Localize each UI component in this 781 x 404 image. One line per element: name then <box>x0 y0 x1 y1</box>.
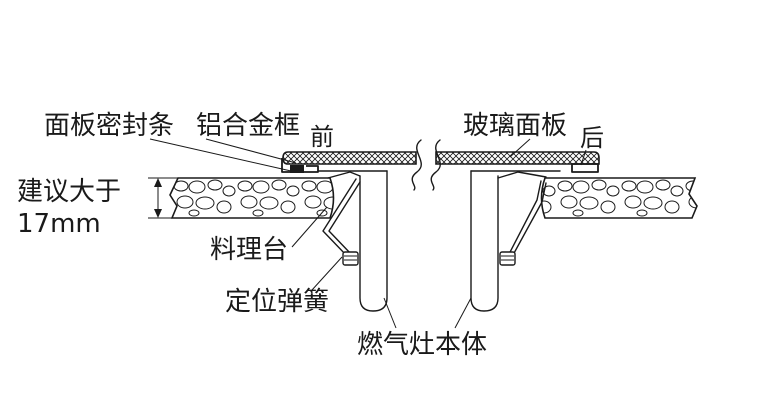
label-thickness: 17mm <box>17 209 101 239</box>
leader-back-frame <box>580 149 587 166</box>
leader-spring <box>311 256 343 291</box>
stove-body-left <box>359 170 388 312</box>
label-aluminum-frame: 铝合金框 <box>196 111 300 141</box>
stove-body-right <box>470 170 499 312</box>
break-line-right <box>430 139 441 191</box>
aluminum-frame-back <box>571 163 599 173</box>
leader-stove-body-right <box>454 297 472 329</box>
label-spring: 定位弹簧 <box>225 287 329 317</box>
label-countertop: 料理台 <box>210 235 288 265</box>
countertop-left <box>169 177 335 219</box>
spring-screw-right <box>499 251 516 266</box>
label-panel-seal: 面板密封条 <box>44 111 174 141</box>
leader-panel-seal <box>149 138 292 172</box>
break-line-left <box>411 139 422 191</box>
spring-clip-left <box>327 171 361 179</box>
spring-screw-left <box>342 251 359 266</box>
aluminum-frame-front <box>281 158 319 173</box>
label-glass-panel: 玻璃面板 <box>463 111 567 141</box>
label-stove-body: 燃气灶本体 <box>357 330 487 360</box>
spring-left-inner <box>328 181 361 255</box>
label-back: 后 <box>580 124 604 152</box>
label-recommend: 建议大于 <box>17 177 121 207</box>
leader-countertop <box>291 206 328 248</box>
leader-stove-body-left <box>383 297 397 329</box>
spring-clip-right <box>497 171 547 179</box>
leader-glass-panel <box>509 138 531 158</box>
panel-seal-strip <box>290 165 304 173</box>
spring-left-outer <box>322 178 357 257</box>
label-front: 前 <box>310 123 334 151</box>
thickness-dimension <box>148 177 178 219</box>
leader-aluminum-frame <box>205 138 297 164</box>
spring-right-outer <box>507 180 542 257</box>
glass-panel-left <box>282 151 417 165</box>
countertop-right <box>540 177 698 219</box>
spring-right-inner <box>512 182 547 256</box>
glass-panel-right <box>435 151 600 165</box>
